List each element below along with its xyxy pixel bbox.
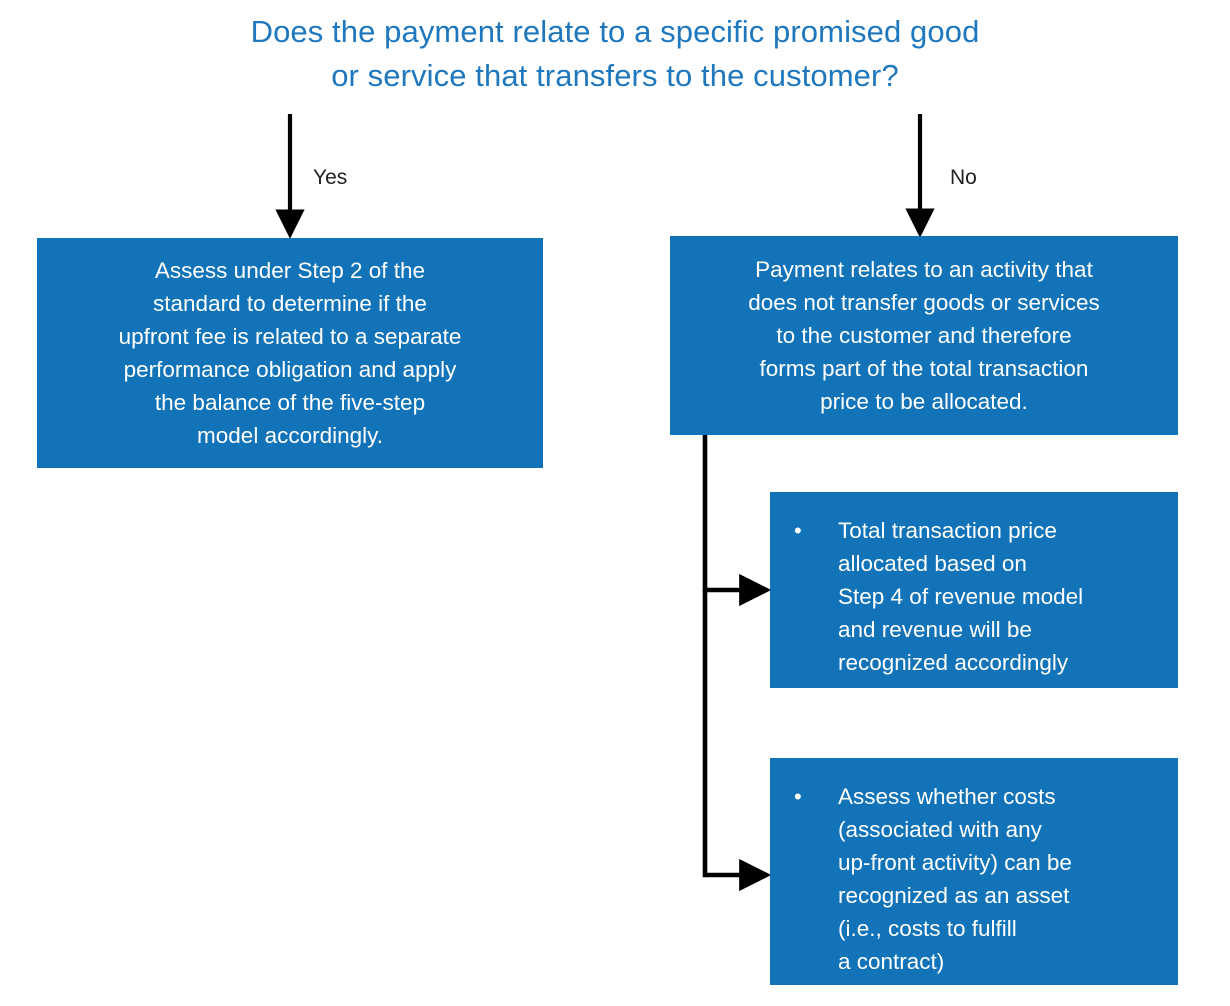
node-no-branch: Payment relates to an activity that does… [670, 236, 1178, 435]
bullet-marker-icon: • [794, 518, 802, 543]
arrow-to-outcome-2 [702, 590, 772, 892]
node-no-branch-text: Payment relates to an activity that does… [748, 257, 1100, 414]
node-outcome-2-text: Assess whether costs (associated with an… [838, 784, 1072, 974]
arrow-to-outcome-1 [702, 435, 772, 607]
node-outcome-2: • Assess whether costs (associated with … [770, 758, 1178, 985]
page-title: Does the payment relate to a specific pr… [250, 14, 980, 93]
node-outcome-1: • Total transaction price allocated base… [770, 492, 1178, 688]
bullet-marker-icon: • [794, 784, 802, 809]
edge-label-yes: Yes [313, 166, 348, 189]
node-yes-branch: Assess under Step 2 of the standard to d… [37, 238, 543, 468]
node-outcome-1-text: Total transaction price allocated based … [838, 518, 1084, 675]
edge-label-no: No [950, 166, 977, 189]
node-yes-branch-text: Assess under Step 2 of the standard to d… [118, 258, 462, 448]
